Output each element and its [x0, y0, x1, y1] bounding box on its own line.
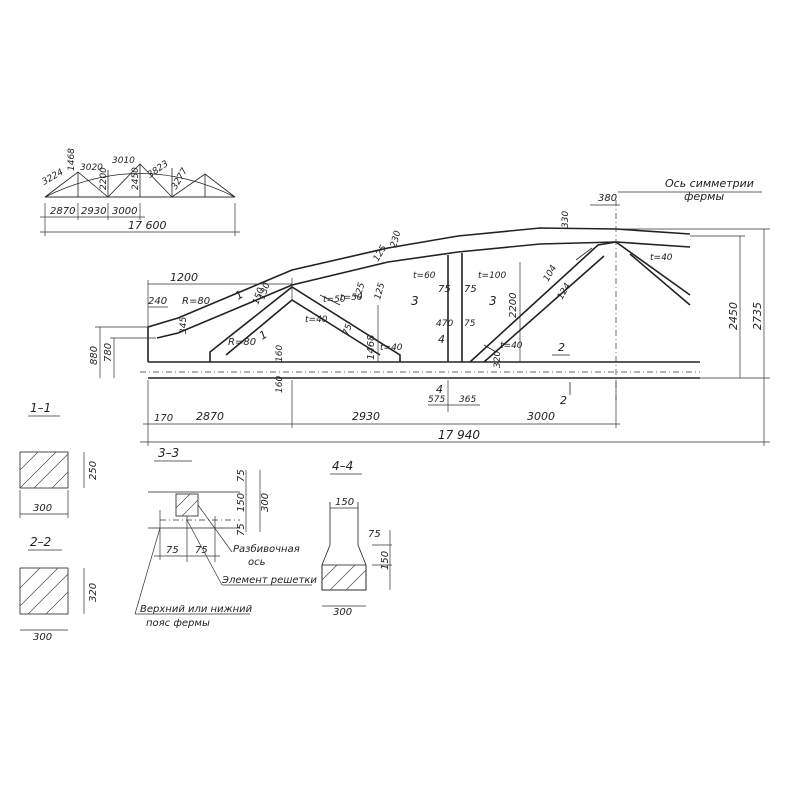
- dim-left-top: 1200: [170, 271, 198, 284]
- web-75-c: 75: [341, 323, 354, 337]
- scheme-top-2: 3020: [80, 163, 103, 173]
- mark-4b: 4: [436, 383, 443, 396]
- s11-width: 300: [33, 503, 52, 514]
- s33-75-l: 75: [166, 545, 179, 556]
- s33-label-layout2: ось: [248, 557, 266, 568]
- web-75-b: 75: [464, 284, 477, 295]
- axis-label: Ось симметрии: [665, 177, 754, 190]
- scheme-diag-4: 3823: [146, 159, 171, 180]
- thk-8: t=50: [340, 293, 363, 303]
- dim-left-small: 240: [148, 296, 167, 307]
- thk-2: t=40: [380, 343, 403, 353]
- s22-width: 300: [33, 632, 52, 643]
- radius-bottom: R=80: [228, 337, 256, 348]
- scheme-top-3: 3010: [112, 156, 135, 166]
- section-4-4-title: 4–4: [332, 459, 353, 473]
- scheme-diag-3: 2450: [131, 167, 141, 190]
- thk-4: t=60: [413, 271, 436, 281]
- scheme-span: 17 600: [128, 219, 167, 232]
- scheme-diag-1: 1468: [67, 148, 77, 171]
- dim-365: 365: [459, 395, 476, 405]
- s44-150-top: 150: [335, 497, 354, 508]
- dim-2870: 2870: [196, 410, 224, 423]
- mark-2b: 2: [560, 394, 567, 407]
- web-75-d: 75: [464, 319, 476, 329]
- s11-height: 250: [88, 461, 99, 480]
- mark-4a: 4: [438, 333, 445, 346]
- h-2200: 2200: [508, 293, 519, 318]
- truss-scheme: 2870 2930 3000 17 600 3224 3020 3010 146…: [40, 148, 240, 236]
- s33-label-chord: Верхний или нижний: [140, 604, 253, 615]
- section-1-1-title: 1–1: [30, 401, 51, 415]
- s33-75-t: 75: [236, 469, 247, 482]
- s33-150: 150: [236, 493, 247, 512]
- dim-2930: 2930: [352, 410, 380, 423]
- thk-6: t=40: [500, 341, 523, 351]
- truss-elevation: 1200 240 R=80 R=80 345 880 780 130 125 2…: [89, 177, 770, 446]
- dim-330: 330: [561, 211, 571, 228]
- dim-125-top: 125: [372, 243, 389, 263]
- scheme-panel-2: 2930: [81, 206, 106, 217]
- dim-170: 170: [154, 413, 173, 424]
- mark-3b: 3: [489, 294, 497, 308]
- dim-575: 575: [428, 395, 445, 405]
- thk-7: t=40: [650, 253, 673, 263]
- s33-label-element: Элемент решетки: [221, 575, 317, 586]
- dim-380: 380: [598, 193, 617, 204]
- s44-150-side: 150: [380, 551, 391, 570]
- s33-label-chord2: пояс фермы: [146, 618, 210, 629]
- s44-300: 300: [333, 607, 352, 618]
- dim-230: 230: [389, 229, 403, 248]
- dim-345: 345: [179, 317, 189, 334]
- mark-2a: 2: [558, 341, 565, 354]
- h-2450: 2450: [727, 302, 740, 330]
- section-2-2-title: 2–2: [30, 535, 51, 549]
- s33-75-b: 75: [236, 523, 247, 536]
- section-2-2: 2–2 300 320: [19, 535, 99, 643]
- mark-3a: 3: [411, 294, 419, 308]
- s33-75-r: 75: [195, 545, 208, 556]
- section-3-3: 3–3 75 75 150 300 75 75 Разбивочная ось …: [134, 446, 317, 629]
- thk-1: t=40: [305, 315, 328, 325]
- s22-height: 320: [88, 583, 99, 602]
- dim-total: 17 940: [438, 428, 480, 442]
- s33-300: 300: [260, 493, 271, 512]
- h-1468: 1468: [366, 335, 377, 360]
- web-125-a: 125: [353, 281, 367, 300]
- scheme-panel-3: 3000: [112, 206, 137, 217]
- dim-160-b: 160: [275, 376, 285, 393]
- radius-top: R=80: [182, 296, 210, 307]
- dim-320: 320: [493, 351, 503, 368]
- web-75-a: 75: [438, 284, 451, 295]
- dim-3000: 3000: [527, 410, 555, 423]
- thk-5: t=100: [478, 271, 507, 281]
- scheme-panel-1: 2870: [50, 206, 75, 217]
- dim-880: 880: [89, 346, 100, 365]
- s44-75: 75: [368, 529, 381, 540]
- dim-780: 780: [103, 343, 114, 362]
- section-4-4: 4–4 150 75 150 300: [321, 459, 392, 618]
- web-104: 104: [542, 263, 559, 283]
- scheme-diag-2: 2200: [99, 167, 109, 190]
- mark-1b: 1: [257, 328, 270, 343]
- section-1-1: 1–1 300 250: [19, 401, 99, 518]
- h-2735: 2735: [751, 302, 764, 330]
- s33-label-layout: Разбивочная: [233, 543, 300, 555]
- web-470: 470: [436, 319, 453, 329]
- section-3-3-title: 3–3: [158, 446, 179, 460]
- thk-3: t=50: [323, 295, 346, 305]
- dim-160-a: 160: [275, 345, 285, 362]
- axis-label-2: фермы: [684, 190, 724, 203]
- web-125-b: 125: [373, 281, 387, 300]
